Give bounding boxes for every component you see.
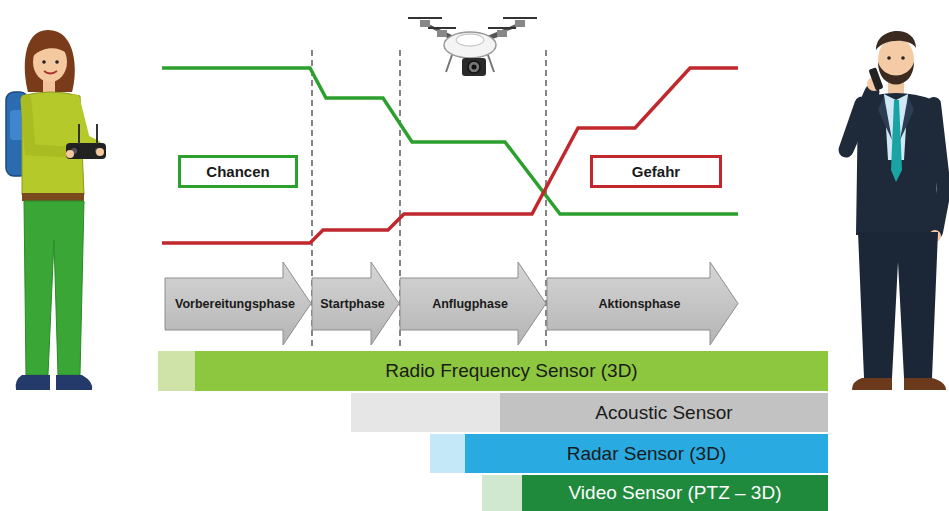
phase-name: Anflugphase [404, 278, 536, 330]
phase-arrow: Anflugphase [400, 262, 546, 345]
sensor-range-bar: Radar Sensor (3D) [430, 434, 828, 473]
phase-arrow: Vorbereitungsphase [165, 262, 311, 345]
phase-divider [312, 50, 546, 350]
danger-curve [162, 68, 738, 243]
sensor-range-bar: Acoustic Sensor [351, 393, 828, 432]
arrow-outline [165, 262, 311, 345]
sensor-range-bar: Video Sensor (PTZ – 3D) [482, 475, 828, 511]
arrow-outline [547, 262, 738, 345]
curve-label: Gefahr [632, 163, 680, 180]
sensor-name: Radar Sensor (3D) [465, 434, 828, 473]
sensor-name: Video Sensor (PTZ – 3D) [522, 475, 828, 511]
phase-name: Vorbereitungsphase [169, 278, 301, 330]
phase-arrow: Startphase [312, 262, 399, 345]
arrow-outline [400, 262, 546, 345]
businessman-illustration [846, 31, 946, 390]
arrow-outline [312, 262, 399, 345]
phase-arrow: Aktionsphase [547, 262, 738, 345]
drone-illustration [408, 18, 537, 76]
sensor-range-bar: Radio Frequency Sensor (3D) [158, 351, 828, 391]
chance-curve [162, 68, 738, 214]
curve-label: Chancen [206, 163, 269, 180]
phase-name: Aktionsphase [551, 278, 728, 330]
danger-label-box: Gefahr [590, 155, 722, 188]
sensor-name: Radio Frequency Sensor (3D) [195, 351, 828, 391]
pilot-illustration [6, 30, 106, 390]
sensor-name: Acoustic Sensor [500, 393, 828, 432]
phase-name: Startphase [316, 278, 389, 330]
opportunity-label-box: Chancen [178, 155, 298, 188]
